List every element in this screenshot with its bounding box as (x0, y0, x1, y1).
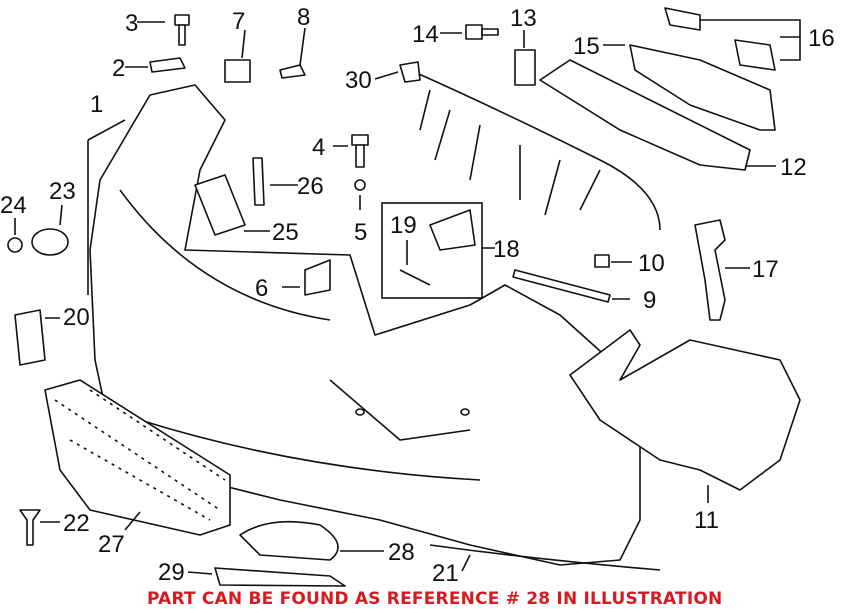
callout-20: 20 (63, 304, 90, 331)
callout-2: 2 (112, 55, 125, 82)
callout-21: 21 (432, 560, 459, 587)
callout-14: 14 (412, 21, 439, 48)
callout-6: 6 (255, 275, 268, 302)
callout-10: 10 (638, 250, 665, 277)
callout-18: 18 (493, 236, 520, 263)
callout-3: 3 (125, 10, 138, 37)
callout-7: 7 (232, 8, 245, 35)
callout-28: 28 (388, 539, 415, 566)
grille (44, 379, 231, 536)
callout-23: 23 (49, 178, 76, 205)
callout-27: 27 (98, 531, 125, 558)
lower-trim (214, 567, 346, 587)
callout-12: 12 (780, 154, 807, 181)
callout-9: 9 (643, 287, 656, 314)
callout-11: 11 (694, 507, 719, 534)
wiring-harness (409, 69, 661, 231)
callout-8: 8 (297, 4, 310, 31)
callout-4: 4 (312, 134, 325, 161)
callout-1: 1 (90, 91, 103, 118)
reference-note: PART CAN BE FOUND AS REFERENCE # 28 IN I… (147, 589, 723, 609)
trim-strip (429, 544, 661, 571)
callout-15: 15 (573, 33, 600, 60)
callout-25: 25 (272, 219, 299, 246)
callout-22: 22 (63, 510, 90, 537)
callout-24: 24 (0, 192, 27, 219)
callout-26: 26 (297, 173, 324, 200)
leader-lines (14, 19, 801, 575)
callout-17: 17 (752, 256, 779, 283)
callout-29: 29 (158, 559, 185, 586)
callout-13: 13 (510, 5, 537, 32)
fog-grille (239, 520, 339, 561)
bracket (569, 329, 801, 491)
callout-16: 16 (808, 25, 835, 52)
callout-30: 30 (345, 67, 372, 94)
callout-5: 5 (354, 219, 367, 246)
callout-19: 19 (390, 212, 417, 239)
